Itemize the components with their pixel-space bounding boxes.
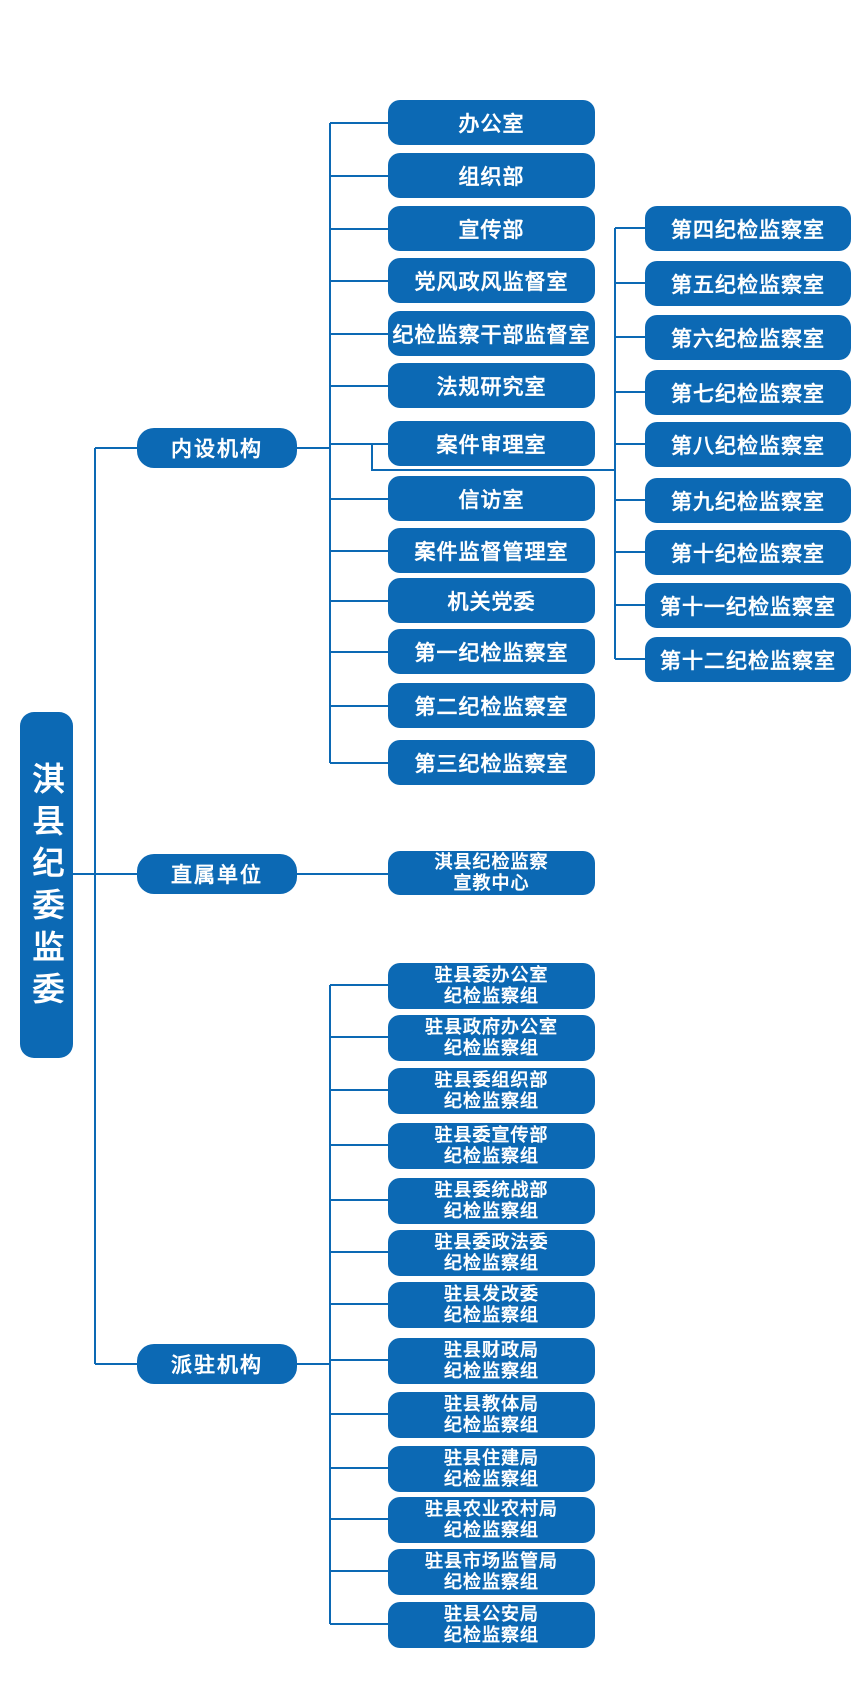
org-node-line1: 驻县委办公室 — [434, 965, 549, 986]
org-node-line1: 驻县住建局 — [444, 1448, 539, 1469]
org-node-line2: 纪检监察组 — [444, 1572, 539, 1593]
org-node-line2: 纪检监察组 — [444, 986, 539, 1007]
org-node: 第五纪检监察室 — [645, 261, 851, 306]
branch-label-direct: 直属单位 — [137, 854, 297, 894]
org-node: 宣传部 — [388, 206, 595, 251]
org-node: 驻县财政局 纪检监察组 — [388, 1338, 595, 1384]
org-node: 驻县委办公室 纪检监察组 — [388, 963, 595, 1009]
org-node: 案件审理室 — [388, 421, 595, 466]
org-node-line1: 驻县委统战部 — [434, 1180, 549, 1201]
org-node-line2: 纪检监察组 — [444, 1091, 539, 1112]
org-node-line2: 纪检监察组 — [444, 1253, 539, 1274]
org-node-line1: 驻县教体局 — [444, 1394, 539, 1415]
org-node-line1: 驻县委政法委 — [434, 1232, 549, 1253]
org-node-line2: 纪检监察组 — [444, 1625, 539, 1646]
org-node: 案件监督管理室 — [388, 528, 595, 573]
org-node: 驻县政府办公室 纪检监察组 — [388, 1015, 595, 1061]
org-node: 驻县市场监管局 纪检监察组 — [388, 1549, 595, 1595]
org-node: 第十二纪检监察室 — [645, 637, 851, 682]
org-node: 驻县住建局 纪检监察组 — [388, 1446, 595, 1492]
org-node: 第十一纪检监察室 — [645, 583, 851, 628]
org-node: 第六纪检监察室 — [645, 315, 851, 360]
org-node-line1: 驻县市场监管局 — [425, 1551, 558, 1572]
org-node: 办公室 — [388, 100, 595, 145]
org-node: 纪检监察干部监督室 — [388, 311, 595, 356]
org-node-line1: 淇县纪检监察 — [434, 852, 549, 873]
org-node-line2: 纪检监察组 — [444, 1305, 539, 1326]
org-node-line2: 纪检监察组 — [444, 1415, 539, 1436]
org-node-line2: 纪检监察组 — [444, 1361, 539, 1382]
branch-label-dispatched: 派驻机构 — [137, 1344, 297, 1384]
org-node: 淇县纪检监察 宣教中心 — [388, 851, 595, 895]
org-node: 驻县委宣传部 纪检监察组 — [388, 1123, 595, 1169]
org-node-line1: 驻县政府办公室 — [425, 1017, 558, 1038]
org-node: 信访室 — [388, 476, 595, 521]
org-node-line2: 纪检监察组 — [444, 1201, 539, 1222]
org-node: 驻县教体局 纪检监察组 — [388, 1392, 595, 1438]
org-node: 第十纪检监察室 — [645, 530, 851, 575]
org-node: 驻县农业农村局 纪检监察组 — [388, 1497, 595, 1543]
org-node-line1: 驻县委宣传部 — [434, 1125, 549, 1146]
org-node: 机关党委 — [388, 578, 595, 623]
root-node: 淇县纪委监委 — [20, 712, 73, 1058]
org-node-line2: 宣教中心 — [453, 873, 530, 894]
org-node: 驻县委组织部 纪检监察组 — [388, 1068, 595, 1114]
org-node-line2: 纪检监察组 — [444, 1469, 539, 1490]
branch-label-internal: 内设机构 — [137, 428, 297, 468]
org-node: 党风政风监督室 — [388, 258, 595, 303]
org-node: 驻县委统战部 纪检监察组 — [388, 1178, 595, 1224]
org-node: 第七纪检监察室 — [645, 370, 851, 415]
org-node-line1: 驻县发改委 — [444, 1284, 539, 1305]
org-node-line1: 驻县财政局 — [444, 1340, 539, 1361]
org-node-line2: 纪检监察组 — [444, 1146, 539, 1167]
org-node-line2: 纪检监察组 — [444, 1038, 539, 1059]
org-node-line1: 驻县农业农村局 — [425, 1499, 558, 1520]
org-node: 第九纪检监察室 — [645, 478, 851, 523]
org-node: 组织部 — [388, 153, 595, 198]
org-node: 法规研究室 — [388, 363, 595, 408]
org-node: 第八纪检监察室 — [645, 422, 851, 467]
org-node: 驻县委政法委 纪检监察组 — [388, 1230, 595, 1276]
org-node: 第四纪检监察室 — [645, 206, 851, 251]
org-node: 驻县公安局 纪检监察组 — [388, 1602, 595, 1648]
org-node: 驻县发改委 纪检监察组 — [388, 1282, 595, 1328]
org-node-line2: 纪检监察组 — [444, 1520, 539, 1541]
org-node: 第三纪检监察室 — [388, 740, 595, 785]
org-node-line1: 驻县公安局 — [444, 1604, 539, 1625]
org-node: 第二纪检监察室 — [388, 683, 595, 728]
org-node: 第一纪检监察室 — [388, 629, 595, 674]
org-node-line1: 驻县委组织部 — [434, 1070, 549, 1091]
